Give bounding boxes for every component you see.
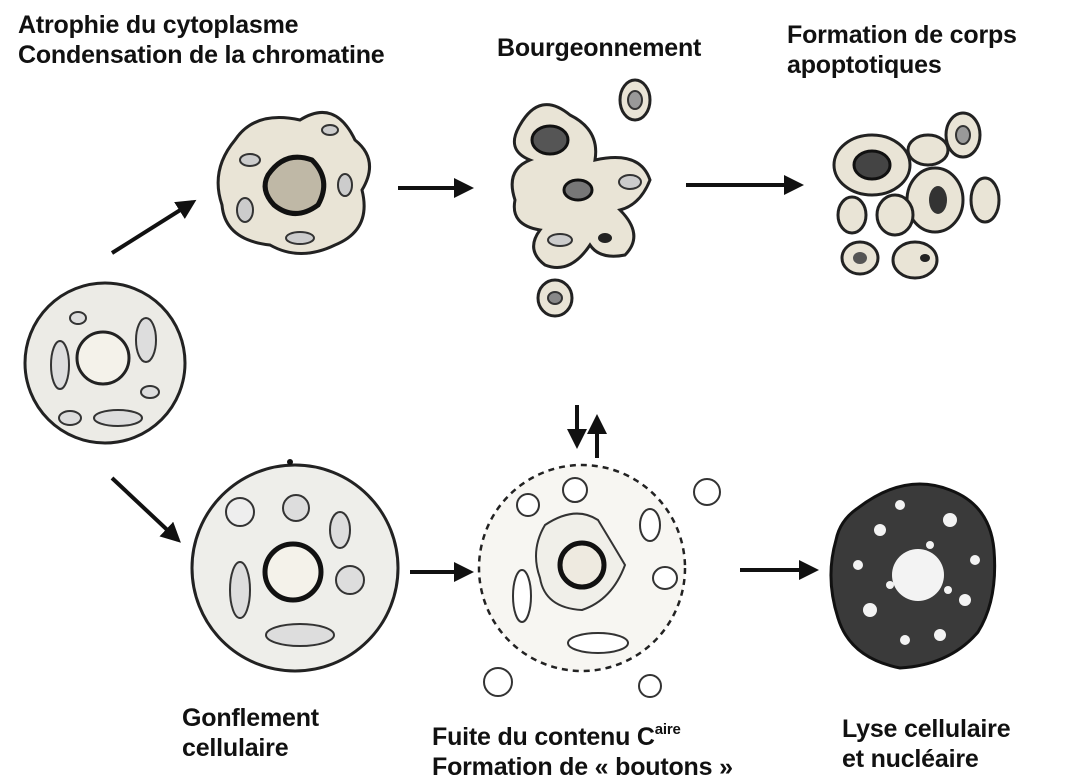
swollen-cell <box>192 459 398 671</box>
lysed-cell <box>831 484 995 668</box>
normal-cell <box>25 283 185 443</box>
atrophy-label-line2: Condensation de la chromatine <box>18 40 384 70</box>
leaking-cell <box>479 405 720 697</box>
lysis-label-line2: et nucléaire <box>842 744 1010 774</box>
leakage-label-line1: Fuite du contenu Caire <box>432 722 733 752</box>
apoptotic-bodies-label-line2: apoptotiques <box>787 50 1017 80</box>
swelling-label: Gonflement cellulaire <box>182 703 319 763</box>
apoptotic-bodies <box>834 113 999 278</box>
budding-cell <box>512 80 650 316</box>
leakage-label-prefix: Fuite du contenu C <box>432 723 655 751</box>
arrow-to-swelling-icon <box>112 478 178 540</box>
leakage-label-superscript: aire <box>655 721 681 738</box>
budding-label: Bourgeonnement <box>497 33 701 63</box>
swelling-label-line2: cellulaire <box>182 733 319 763</box>
arrow-to-atrophy-icon <box>112 202 193 253</box>
budding-label-line1: Bourgeonnement <box>497 33 701 63</box>
apoptotic-bodies-label: Formation de corps apoptotiques <box>787 20 1017 80</box>
leakage-label: Fuite du contenu Caire Formation de « bo… <box>432 722 733 782</box>
atrophy-label: Atrophie du cytoplasme Condensation de l… <box>18 10 384 70</box>
apoptotic-bodies-label-line1: Formation de corps <box>787 20 1017 50</box>
atrophy-label-line1: Atrophie du cytoplasme <box>18 10 384 40</box>
atrophied-cell <box>218 112 369 253</box>
leakage-label-line2: Formation de « boutons » <box>432 752 733 782</box>
swelling-label-line1: Gonflement <box>182 703 319 733</box>
lysis-label-line1: Lyse cellulaire <box>842 714 1010 744</box>
lysis-label: Lyse cellulaire et nucléaire <box>842 714 1010 774</box>
